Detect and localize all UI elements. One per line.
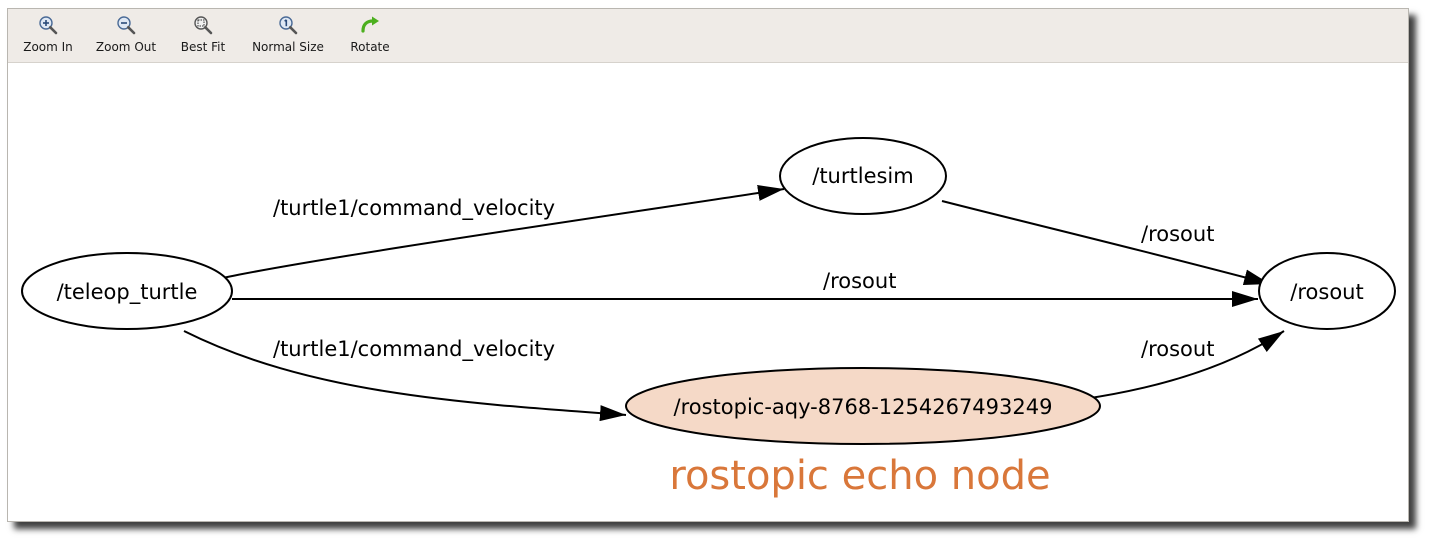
rotate-arrow-icon (361, 16, 379, 33)
zoom-out-label: Zoom Out (95, 40, 157, 54)
rotate-button[interactable]: Rotate (342, 9, 398, 62)
graph-viewer-window: Zoom In Zoom Out Best Fit (7, 8, 1409, 522)
edge-teleop-to-turtlesim (217, 185, 785, 280)
toolbar: Zoom In Zoom Out Best Fit (8, 9, 1408, 63)
node-teleop-turtle[interactable]: /teleop_turtle (21, 252, 233, 330)
graph-canvas: /turtle1/command_velocity /rosout /rosou… (8, 63, 1408, 521)
zoom-out-icon (117, 16, 136, 35)
rotate-label: Rotate (350, 40, 390, 54)
node-turtlesim-label: /turtlesim (812, 164, 913, 188)
node-rosout-label: /rosout (1290, 280, 1363, 304)
node-rostopic-label: /rostopic-aqy-8768-1254267493249 (674, 395, 1053, 419)
zoom-out-button[interactable]: Zoom Out (90, 9, 162, 62)
annotation-rostopic-echo-node: rostopic echo node (669, 453, 1050, 499)
best-fit-label: Best Fit (180, 40, 226, 54)
edge-label-teleop-turtlesim: /turtle1/command_velocity (273, 196, 555, 221)
ros-graph: /turtle1/command_velocity /rosout /rosou… (21, 137, 1396, 499)
node-turtlesim[interactable]: /turtlesim (779, 137, 947, 215)
edge-teleop-to-rostopic (183, 330, 627, 422)
zoom-in-label: Zoom In (23, 40, 73, 54)
zoom-in-icon (39, 16, 58, 35)
normal-size-button[interactable]: Normal Size (246, 9, 330, 62)
edge-label-rostopic-rosout: /rosout (1141, 337, 1214, 361)
node-rosout[interactable]: /rosout (1258, 252, 1396, 330)
edge-rostopic-to-rosout (1083, 330, 1285, 400)
edge-label-teleop-rostopic: /turtle1/command_velocity (273, 337, 555, 362)
normal-size-label: Normal Size (252, 40, 324, 54)
edge-label-turtlesim-rosout: /rosout (1141, 222, 1214, 246)
edge-turtlesim-to-rosout (941, 200, 1271, 286)
zoom-in-button[interactable]: Zoom In (14, 9, 82, 62)
node-rostopic[interactable]: /rostopic-aqy-8768-1254267493249 (625, 367, 1101, 445)
best-fit-button[interactable]: Best Fit (172, 9, 234, 62)
zoom-100-icon (279, 16, 298, 35)
edge-label-teleop-rosout: /rosout (823, 269, 896, 293)
zoom-fit-icon (194, 16, 213, 35)
node-teleop-turtle-label: /teleop_turtle (57, 280, 198, 305)
